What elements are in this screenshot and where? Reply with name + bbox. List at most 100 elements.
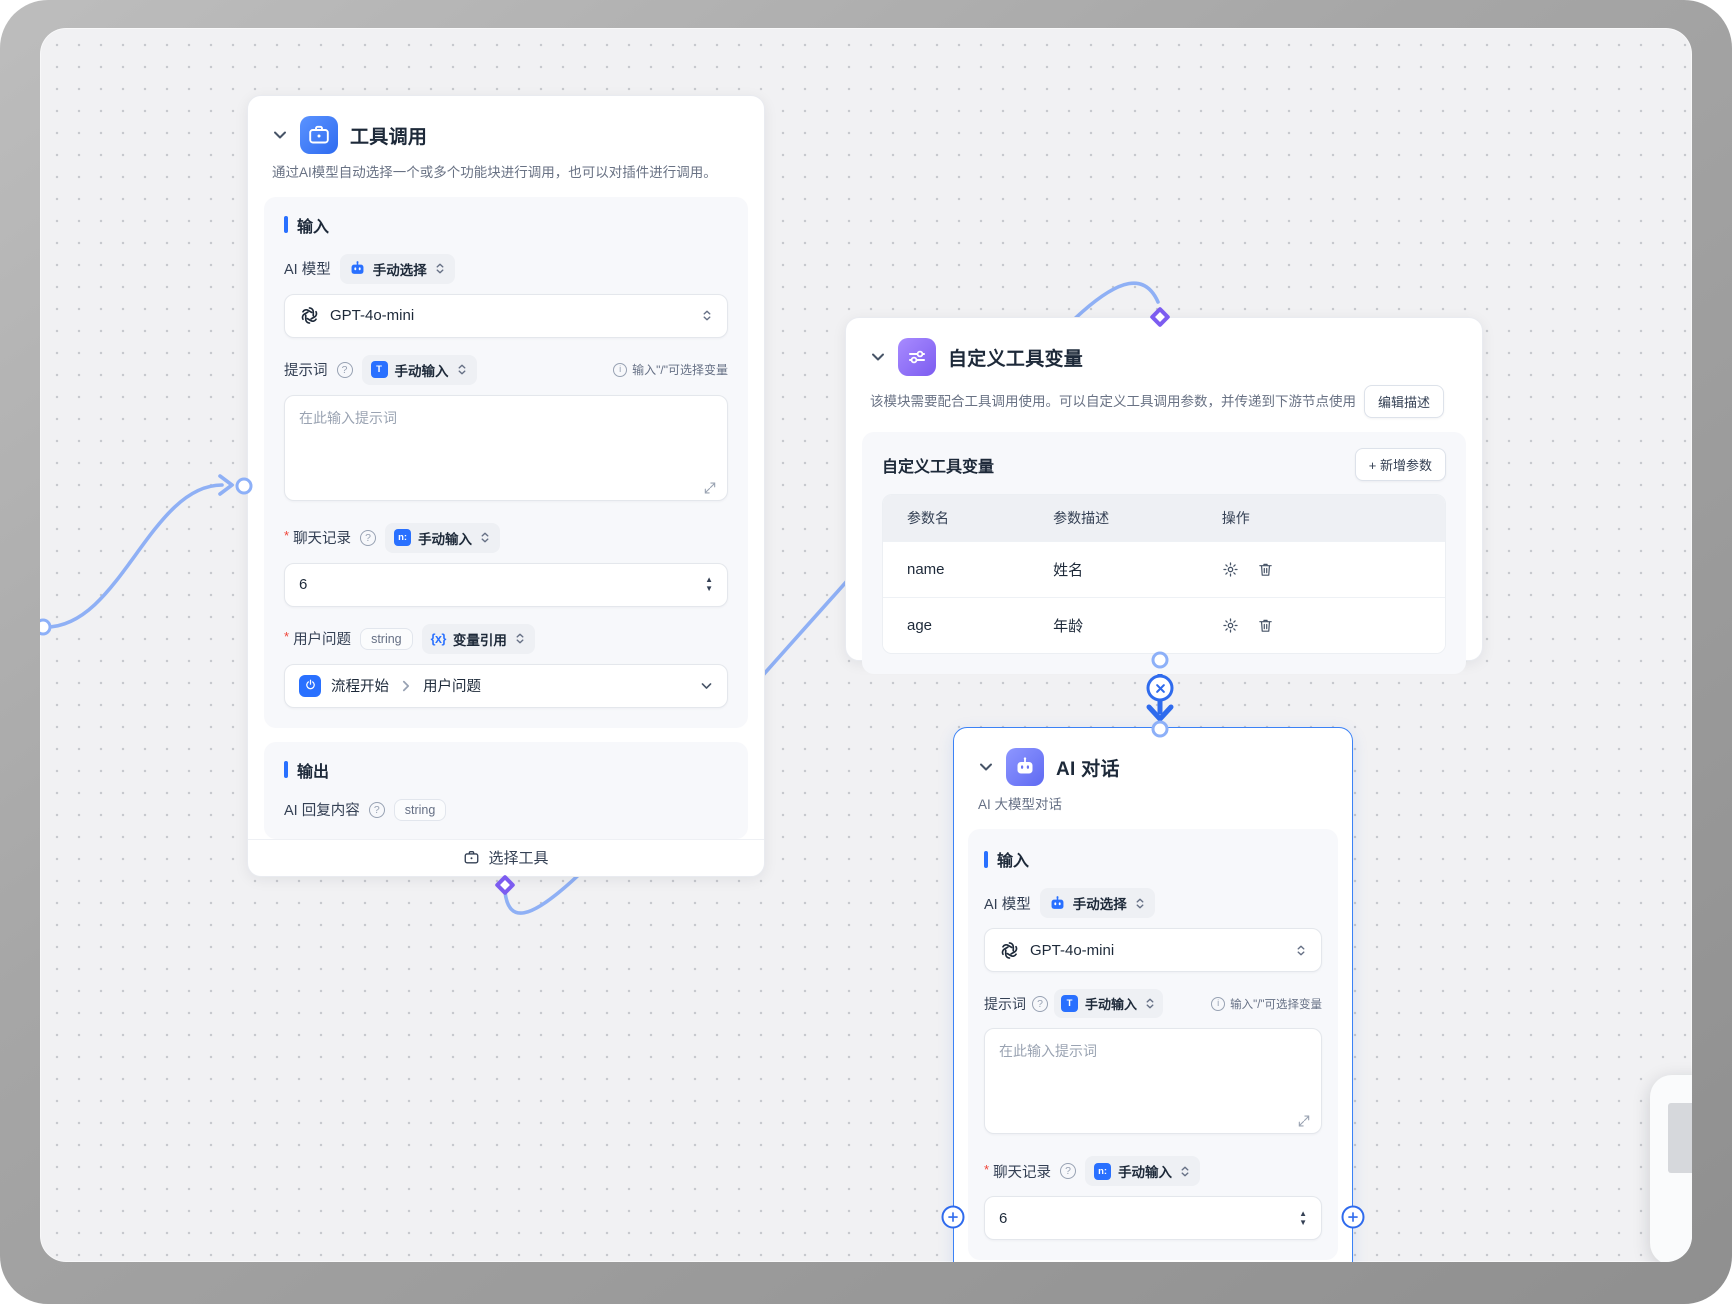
node-ai-chat-header: AI 对话 (954, 728, 1352, 786)
model-select-value: GPT-4o-mini (1030, 941, 1115, 959)
variable-reference-select[interactable]: 流程开始 用户问题 (284, 663, 728, 708)
tool-handle-toolcall-bottom[interactable] (494, 874, 516, 896)
robot-icon (1050, 894, 1064, 910)
panel-title: 自定义工具变量 (882, 458, 995, 476)
sliders-icon (898, 338, 936, 376)
input-panel: 输入 AI 模型 手动选择 GPT-4o-mini (968, 829, 1338, 1260)
step-down-icon[interactable]: ▼ (705, 584, 713, 594)
prompt-mode-label: 手动输入 (394, 363, 449, 379)
add-connection-right[interactable] (1341, 1205, 1365, 1229)
output-panel: 输出 AI 回复内容 ? string (264, 741, 748, 839)
step-up-icon[interactable]: ▲ (1299, 1208, 1307, 1218)
close-icon (1155, 683, 1165, 693)
history-value-input[interactable] (299, 576, 706, 594)
type-chip: string (360, 627, 413, 650)
gear-icon[interactable] (1222, 561, 1239, 578)
openai-icon (1000, 941, 1019, 959)
step-down-icon[interactable]: ▼ (1299, 1217, 1307, 1227)
select-tools-button[interactable]: 选择工具 (248, 838, 764, 876)
minimap-viewport (1668, 1103, 1692, 1173)
number-stepper[interactable]: ▲▼ (705, 576, 713, 593)
history-value-input[interactable] (999, 1209, 1300, 1227)
prompt-mode-dropdown[interactable]: T 手动输入 (361, 354, 477, 385)
updown-chevron-icon (1181, 1166, 1189, 1176)
add-param-button[interactable]: + 新增参数 (1354, 448, 1446, 481)
add-connection-left[interactable] (941, 1205, 965, 1229)
robot-icon (1006, 748, 1044, 786)
model-select-value: GPT-4o-mini (330, 307, 415, 325)
edge-arrowhead-down (1146, 704, 1174, 722)
history-mode-label: 手动输入 (1118, 1165, 1173, 1180)
expand-icon[interactable] (703, 481, 717, 495)
prompt-textarea[interactable] (284, 394, 728, 501)
expand-icon[interactable] (1297, 1114, 1311, 1128)
trash-icon[interactable] (1257, 561, 1274, 578)
updown-chevron-icon (1136, 898, 1144, 908)
collapse-chevron-icon[interactable] (272, 127, 288, 143)
prompt-mode-dropdown[interactable]: T 手动输入 (1054, 989, 1164, 1018)
openai-icon (300, 307, 319, 324)
node-description: 通过AI模型自动选择一个或多个功能块进行调用，也可以对插件进行调用。 (272, 165, 717, 180)
flow-canvas[interactable]: 工具调用 通过AI模型自动选择一个或多个功能块进行调用，也可以对插件进行调用。 … (40, 28, 1692, 1262)
prompt-textarea-wrap (984, 1028, 1322, 1139)
col-actions: 操作 (1221, 510, 1250, 526)
node-tool-call[interactable]: 工具调用 通过AI模型自动选择一个或多个功能块进行调用，也可以对插件进行调用。 … (247, 95, 765, 877)
minimap-panel[interactable] (1650, 1075, 1692, 1262)
question-mode-dropdown[interactable]: {x} 变量引用 (421, 623, 535, 654)
section-bar (984, 850, 988, 868)
variable-ref-icon: {x} (430, 631, 447, 646)
chevron-right-icon (402, 680, 410, 691)
connection-point-toolcall-left[interactable] (235, 477, 253, 495)
updown-chevron-icon (516, 633, 524, 644)
node-custom-tool-vars[interactable]: 自定义工具变量 该模块需要配合工具调用使用。可以自定义工具调用参数，并传递到下游… (845, 317, 1483, 674)
prompt-mode-label: 手动输入 (1085, 997, 1138, 1012)
delete-edge-button[interactable] (1146, 674, 1174, 702)
node-ai-chat[interactable]: AI 对话 AI 大模型对话 输入 AI 模型 手动选择 (953, 727, 1353, 1262)
connection-point-customvars-bottom[interactable] (1151, 651, 1169, 669)
step-up-icon[interactable]: ▲ (705, 575, 713, 585)
gear-icon[interactable] (1222, 617, 1239, 634)
edge-left-to-toolcall (44, 483, 224, 629)
history-mode-dropdown[interactable]: n: 手动输入 (385, 522, 501, 553)
node-tool-call-header: 工具调用 (248, 96, 764, 154)
model-mode-dropdown[interactable]: 手动选择 (1039, 888, 1155, 918)
updown-chevron-icon (458, 364, 465, 375)
help-icon: ? (360, 529, 377, 546)
connection-point-dangling[interactable] (40, 618, 52, 636)
trash-icon[interactable] (1257, 617, 1274, 634)
model-mode-dropdown[interactable]: 手动选择 (339, 253, 455, 284)
history-number-input: ▲▼ (284, 562, 728, 607)
custom-vars-panel: 自定义工具变量 + 新增参数 参数名 参数描述 操作 name 姓名 (862, 432, 1466, 674)
collapse-chevron-icon[interactable] (978, 759, 994, 775)
param-desc: 姓名 (1053, 562, 1084, 579)
node-title: AI 对话 (1056, 758, 1120, 780)
number-input-icon: n: (1094, 1162, 1112, 1180)
model-select[interactable]: GPT-4o-mini (984, 928, 1322, 972)
connection-point-aichat-top[interactable] (1151, 720, 1169, 738)
number-input-icon: n: (394, 529, 412, 547)
updown-chevron-icon (436, 263, 444, 274)
model-mode-label: 手动选择 (372, 262, 427, 278)
help-icon: ? (368, 801, 385, 818)
section-bar (284, 216, 288, 234)
table-row: name 姓名 (883, 541, 1445, 597)
text-input-icon: T (370, 361, 388, 379)
prompt-textarea[interactable] (984, 1028, 1322, 1134)
params-table: 参数名 参数描述 操作 name 姓名 age 年龄 (882, 494, 1446, 654)
history-mode-dropdown[interactable]: n: 手动输入 (1085, 1156, 1201, 1186)
col-param-name: 参数名 (907, 510, 949, 526)
prompt-textarea-wrap (284, 394, 728, 506)
collapse-chevron-icon[interactable] (870, 349, 886, 365)
updown-chevron-icon (703, 310, 711, 321)
node-title: 自定义工具变量 (948, 348, 1084, 370)
updown-chevron-icon (1297, 945, 1305, 955)
number-stepper[interactable]: ▲▼ (1299, 1208, 1307, 1227)
text-input-icon: T (1061, 995, 1078, 1012)
prompt-hint-text: 输入"/"可选择变量 (632, 363, 728, 378)
info-icon: i (1211, 996, 1226, 1011)
ai-reply-label: AI 回复内容 (284, 803, 360, 820)
prompt-label: 提示词 (284, 363, 328, 380)
model-select[interactable]: GPT-4o-mini (284, 293, 728, 338)
edit-description-button[interactable]: 编辑描述 (1364, 385, 1445, 418)
